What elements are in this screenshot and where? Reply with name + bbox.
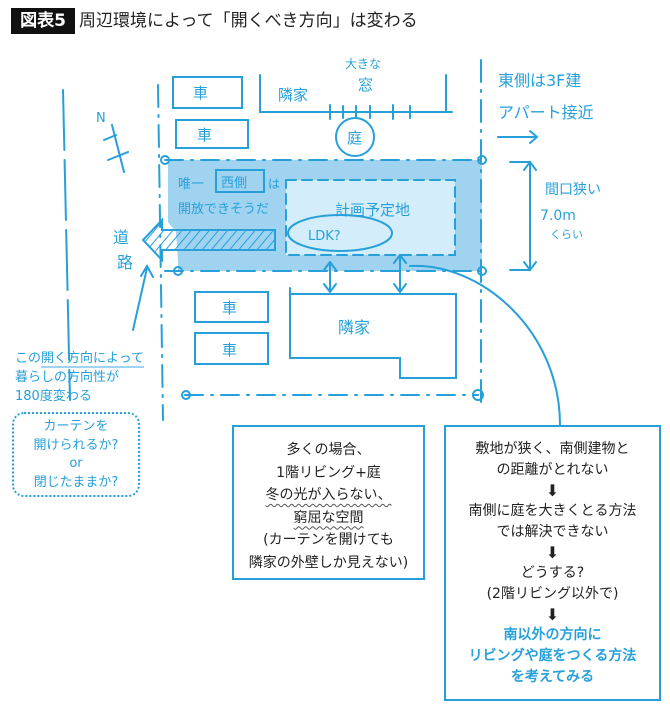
big-window-label: 窓 — [358, 76, 373, 94]
side-note-emphasis: 開く方向によって — [41, 351, 144, 368]
gap-arrow — [323, 261, 337, 294]
curtain-question-box: カーテンを 開けられるか? or 閉じたままか? — [12, 412, 140, 497]
box-line: 敷地が狭く、南側建物と — [475, 441, 630, 457]
arrow-down-icon: ⬇ — [545, 605, 560, 624]
west-note: は — [268, 177, 280, 191]
figure-number-tag: 図表5 — [11, 8, 75, 34]
neighbor-north-outline — [259, 74, 453, 113]
page-title: 周辺環境によって「開くべき方向」は変わる — [79, 11, 418, 31]
ldk-label: LDK? — [308, 229, 341, 244]
car-label: 車 — [197, 126, 212, 144]
parking-space — [172, 76, 243, 109]
garden-label: 庭 — [347, 129, 362, 147]
note-line: 開けられるか? — [33, 437, 119, 453]
neighbor-north-label: 隣家 — [278, 86, 308, 104]
box-line: 南側に庭を大きくとる方法 — [468, 503, 637, 519]
car-label: 車 — [222, 299, 237, 317]
solution-flow-box: 敷地が狭く、南側建物と の距離がとれない ⬇ 南側に庭を大きくとる方法 では解決… — [444, 425, 661, 701]
box-line-emphasis: 窮屈な空間 — [293, 509, 364, 526]
road-edge-line — [62, 89, 71, 401]
east-note: アパート接近 — [498, 103, 594, 122]
frontage-label: くらい — [550, 228, 583, 241]
note-line: カーテンを — [43, 419, 109, 434]
parking-space — [194, 291, 269, 323]
frontage-label: 間口狭い — [545, 182, 601, 198]
east-note: 東側は3F建 — [498, 71, 581, 90]
road-label: 路 — [117, 253, 133, 272]
west-note: 西側 — [221, 176, 247, 191]
box-line: の距離がとれない — [496, 462, 609, 478]
north-arrow-icon — [103, 124, 129, 173]
car-label: 車 — [222, 341, 237, 359]
note-line: 閉じたままか? — [33, 474, 119, 490]
box-line: 1階リビング+庭 — [276, 464, 381, 481]
box-line: 多くの場合、 — [286, 442, 371, 458]
north-label: N — [96, 111, 106, 126]
neighbor-south-label: 隣家 — [338, 318, 370, 337]
conclusion-line: リビングや庭をつくる方法 — [468, 648, 637, 664]
frontage-dimension — [509, 160, 537, 272]
neighbor-south-outline — [289, 287, 457, 379]
side-note-text: 180度変わる — [15, 389, 92, 404]
side-note: この開く方向によって 暮らしの方向性が 180度変わる — [15, 349, 144, 406]
side-note-text: この — [15, 351, 42, 366]
box-line: では解決できない — [496, 524, 609, 540]
gap-arrow — [393, 253, 407, 294]
arrow-down-icon: ⬇ — [545, 543, 560, 562]
big-window-label: 大きな — [345, 57, 381, 71]
east-arrow — [497, 130, 539, 144]
road-label: 道 — [113, 228, 129, 247]
arrow-down-icon: ⬇ — [545, 481, 560, 500]
conclusion-line: を考えてみる — [510, 669, 595, 685]
ldk-circle — [287, 214, 393, 252]
box-line: (2階リビング以外で) — [486, 586, 619, 602]
conclusion-line: 南以外の方向に — [503, 627, 602, 643]
box-line-emphasis: 冬の光が入らない、 — [265, 487, 392, 503]
west-opening-arrow — [141, 217, 276, 263]
note-line: or — [69, 456, 83, 471]
car-label: 車 — [193, 84, 208, 102]
connector-curve — [409, 264, 561, 426]
frontage-width: 7.0m — [540, 208, 576, 224]
box-line: (カーテンを開けても — [263, 532, 394, 548]
west-note: 開放できそうだ — [178, 202, 269, 217]
garden-circle — [335, 117, 375, 157]
typical-case-box: 多くの場合、 1階リビング+庭 冬の光が入らない、 窮屈な空間 (カーテンを開け… — [232, 425, 425, 580]
west-note: 唯一 — [178, 177, 204, 192]
site-label: 計画予定地 — [335, 201, 410, 219]
parking-space — [175, 119, 249, 149]
side-note-text: 暮らしの方向性が — [15, 370, 120, 385]
box-line: どうする? — [520, 565, 585, 581]
parking-space — [194, 332, 269, 365]
box-line: 隣家の外壁しか見えない) — [248, 554, 409, 571]
